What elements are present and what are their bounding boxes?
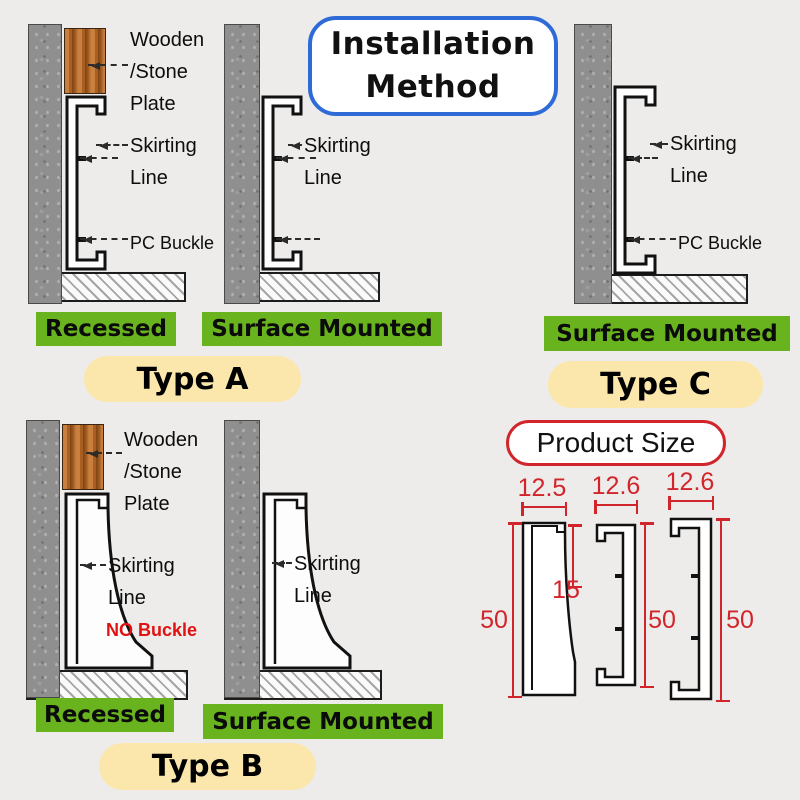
height-dim-label-inner-1: 15 bbox=[552, 576, 580, 604]
type-b-pill: Type B bbox=[99, 743, 316, 790]
installation-method-title-text: Installation Method bbox=[330, 25, 536, 105]
width-dim-line-3 bbox=[668, 496, 714, 510]
leader-arrow-skirting-b-left bbox=[80, 562, 106, 570]
wood-stone-plate-type-a bbox=[64, 28, 106, 94]
leader-arrow-wood-b bbox=[86, 450, 122, 458]
skirting-profile-type-b-surface bbox=[262, 492, 352, 670]
badge-surface-mounted-b: Surface Mounted bbox=[203, 704, 443, 739]
leader-arrow-skirting-a-right bbox=[288, 142, 302, 150]
wood-plate-label-b: Wooden /Stone Plate bbox=[124, 429, 199, 515]
skirting-profile-type-c bbox=[613, 85, 657, 275]
wall-type-b-surface bbox=[224, 420, 260, 698]
leader-arrow-skirting-b-right bbox=[272, 560, 292, 568]
height-dim-label-3: 50 bbox=[726, 606, 754, 634]
skirting-profile-type-b-recessed bbox=[64, 492, 154, 670]
skirting-line-label-c: Skirting Line bbox=[670, 133, 737, 187]
wood-plate-label-a: Wooden /Stone Plate bbox=[130, 29, 205, 115]
size-drawing-profile-b bbox=[521, 521, 577, 697]
type-a-pill: Type A bbox=[84, 356, 301, 402]
badge-surface-mounted-a: Surface Mounted bbox=[202, 312, 442, 346]
skirting-line-label-a-left: Skirting Line bbox=[130, 135, 197, 189]
leader-arrow-buckle-a1-upper bbox=[80, 155, 118, 163]
leader-arrow-buckle-c-upper bbox=[628, 155, 658, 163]
height-dim-line-2 bbox=[640, 522, 654, 688]
installation-method-title-bubble: Installation Method bbox=[308, 16, 558, 116]
leader-arrow-buckle-c-lower bbox=[628, 236, 676, 244]
leader-arrow-buckle-a1-lower bbox=[80, 236, 128, 244]
badge-surface-mounted-c: Surface Mounted bbox=[544, 316, 790, 351]
skirting-line-label-b-right: Skirting Line bbox=[294, 553, 361, 607]
badge-recessed-b: Recessed bbox=[36, 698, 174, 732]
width-dim-label-3: 12.6 bbox=[665, 468, 715, 496]
leader-arrow-wood-a bbox=[88, 62, 128, 70]
wall-type-b-recessed bbox=[26, 420, 60, 698]
type-c-pill: Type C bbox=[548, 361, 763, 408]
width-dim-label-2: 12.6 bbox=[591, 472, 641, 500]
width-dim-line-2 bbox=[594, 500, 638, 514]
leader-arrow-skirting-c bbox=[650, 141, 668, 149]
product-size-bubble: Product Size bbox=[506, 420, 726, 466]
product-size-title: Product Size bbox=[536, 427, 696, 458]
skirting-line-label-b-left: Skirting Line bbox=[108, 555, 175, 609]
leader-arrow-skirting-a-left bbox=[96, 142, 128, 150]
height-dim-label-2: 50 bbox=[648, 606, 676, 634]
skirting-profile-type-a-surface bbox=[261, 95, 303, 271]
wall-type-a-recessed bbox=[28, 24, 62, 304]
leader-arrow-buckle-a2-lower bbox=[276, 236, 320, 244]
skirting-line-label-a-right: Skirting Line bbox=[304, 135, 371, 189]
size-drawing-profile-a bbox=[595, 523, 637, 687]
size-drawing-profile-c bbox=[669, 517, 713, 701]
skirting-profile-type-a-recessed bbox=[65, 95, 107, 271]
pc-buckle-label-c: PC Buckle bbox=[678, 233, 763, 253]
wall-type-c bbox=[574, 24, 612, 304]
no-buckle-label-b: NO Buckle bbox=[106, 620, 198, 640]
badge-recessed-a: Recessed bbox=[36, 312, 176, 346]
pc-buckle-label-a: PC Buckle bbox=[130, 233, 215, 253]
height-dim-line-3 bbox=[716, 518, 730, 702]
wall-type-a-surface bbox=[224, 24, 260, 304]
height-dim-line-1 bbox=[508, 522, 522, 698]
leader-arrow-buckle-a2-upper bbox=[276, 155, 316, 163]
width-dim-label-1: 12.5 bbox=[517, 474, 567, 502]
height-dim-label-1: 50 bbox=[480, 606, 508, 634]
height-dim-line-inner-1 bbox=[568, 524, 582, 588]
width-dim-line-1 bbox=[521, 502, 567, 516]
